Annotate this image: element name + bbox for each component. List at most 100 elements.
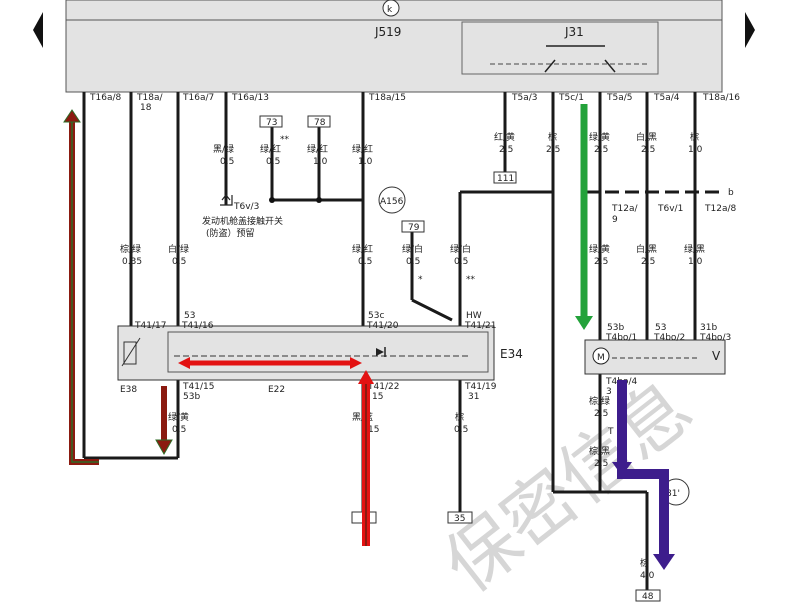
a156-marker bbox=[378, 186, 406, 214]
wire-size-brown-black-v: 2.5 bbox=[594, 459, 608, 469]
wire-size-green-red-78: 1.0 bbox=[313, 157, 328, 167]
pin-31b: 31b bbox=[700, 323, 717, 333]
box-48 bbox=[635, 589, 661, 602]
conn-t16a13: T16a/13 bbox=[231, 93, 269, 103]
box-73 bbox=[259, 115, 283, 128]
wire-label-white-black-t5a4: 白/黑 bbox=[636, 131, 657, 143]
wire-label-green-red-j: 绿/红 bbox=[352, 143, 373, 155]
box-73-label: 73 bbox=[266, 118, 277, 128]
wire-size-red-yellow: 2.5 bbox=[499, 145, 513, 155]
wire-size-brown-t18a16: 1.0 bbox=[688, 145, 703, 155]
wire-size-green-white-hw: 0.5 bbox=[454, 257, 468, 267]
wire-size-brown-t5c: 2.5 bbox=[546, 145, 560, 155]
label-j31: J31 bbox=[564, 25, 584, 39]
conn-t18a18-b: 18 bbox=[140, 103, 152, 113]
wire-label-brown-green-low: 棕/绿 bbox=[120, 243, 141, 255]
connector-marker-k bbox=[382, 0, 400, 17]
pin-53b: 53b bbox=[183, 392, 200, 402]
conn-t41-21: T41/21 bbox=[464, 321, 496, 331]
box-48-label: 48 bbox=[642, 592, 654, 602]
conn-t5a3: T5a/3 bbox=[511, 93, 538, 103]
arrow-dark-loop-outline bbox=[71, 118, 99, 463]
conn-t5a4: T5a/4 bbox=[653, 93, 680, 103]
arrow-red-up-head bbox=[358, 370, 374, 384]
label-t6v3: T6v/3 bbox=[233, 202, 259, 212]
wire-size-green-black-mid: 1.0 bbox=[688, 257, 703, 267]
node-dot bbox=[269, 197, 275, 203]
pin-53c: 53c bbox=[368, 311, 384, 321]
conn-t18a16: T18a/16 bbox=[702, 93, 740, 103]
wire-label-brown-black-v: 棕/黑 bbox=[589, 445, 610, 457]
arrow-red-left-head bbox=[178, 357, 190, 369]
wire-size-white-black-t5a4: 2.5 bbox=[641, 145, 655, 155]
wire-size-black-blue: 15 bbox=[368, 425, 379, 435]
conn-t18a15: T18a/15 bbox=[368, 93, 406, 103]
wire-label-green-yellow-e38: 绿/黄 bbox=[168, 411, 189, 423]
wire-label-green-red-78: 绿/红 bbox=[307, 143, 328, 155]
triangle-left-icon[interactable] bbox=[33, 12, 43, 48]
dstar-73: ** bbox=[280, 135, 290, 145]
wire-label-red-yellow: 红/黄 bbox=[494, 131, 515, 143]
box-78-label: 78 bbox=[314, 118, 326, 128]
box-35-label: 35 bbox=[454, 514, 465, 524]
label-v: V bbox=[712, 349, 721, 363]
dstar-hw: ** bbox=[466, 275, 476, 285]
conn-t16a7: T16a/7 bbox=[182, 93, 214, 103]
wire-label-green-white-79: 绿/白 bbox=[402, 243, 423, 255]
wire-label-brown-t5c: 棕 bbox=[548, 131, 557, 143]
conn-t41-22: T41/22 bbox=[367, 382, 399, 392]
label-a156: A156 bbox=[380, 197, 404, 207]
box-35 bbox=[447, 511, 473, 524]
wire-label-green-red-low: 绿/红 bbox=[352, 243, 373, 255]
motor-icon bbox=[592, 347, 610, 365]
wires bbox=[82, 92, 697, 590]
conn-t4bo1: T4bo/1 bbox=[605, 333, 637, 343]
hood-switch-icon bbox=[220, 194, 233, 206]
conn-t16a8: T16a/8 bbox=[89, 93, 121, 103]
wire-label-black-green: 黑/绿 bbox=[213, 143, 234, 155]
pin-15: 15 bbox=[372, 392, 383, 402]
arrow-dark-loop-head bbox=[63, 109, 81, 123]
hood-switch-line1: 发动机舱盖接触开关 bbox=[202, 215, 283, 227]
box-78 bbox=[307, 115, 331, 128]
label-e38: E38 bbox=[120, 385, 137, 395]
wire-label-green-black-mid: 绿/黑 bbox=[684, 243, 705, 255]
wire-size-green-red-low: 0.5 bbox=[358, 257, 372, 267]
wire-label-white-green-low: 白/绿 bbox=[168, 243, 189, 255]
conn-t12a9b: 9 bbox=[612, 215, 618, 225]
arrow-purple-head-1 bbox=[612, 462, 632, 476]
wire-label-white-black-mid: 白/黑 bbox=[636, 243, 657, 255]
box-79 bbox=[401, 220, 425, 233]
conn-t41-20: T41/20 bbox=[366, 321, 399, 331]
wire-size-green-red-j: 1.0 bbox=[358, 157, 373, 167]
label-b: b bbox=[728, 188, 734, 198]
wire-size-brown-green-v: 2.5 bbox=[594, 409, 608, 419]
label-ref-81: 81' bbox=[666, 489, 680, 499]
wire-size-brown-31: 0.5 bbox=[454, 425, 468, 435]
wire-label-green-yellow-mid: 绿/黄 bbox=[589, 243, 610, 255]
box-79-label: 79 bbox=[408, 223, 420, 233]
pin-53b-v: 53b bbox=[607, 323, 624, 333]
wire-size-brown-48: 4.0 bbox=[640, 571, 655, 581]
arrow-purple-head-2 bbox=[653, 554, 675, 570]
conn-t4bo2: T4bo/2 bbox=[653, 333, 685, 343]
label-j519: J519 bbox=[374, 25, 401, 39]
conn-t12a9a: T12a/ bbox=[611, 204, 638, 214]
conn-t41-19: T41/19 bbox=[464, 382, 497, 392]
wire-label-brown-31: 棕 bbox=[455, 411, 464, 423]
diode-icon bbox=[376, 348, 384, 356]
arrow-green-head bbox=[575, 316, 593, 330]
star-79: * bbox=[418, 275, 423, 285]
wire-label-green-yellow-t5a5: 绿/黄 bbox=[589, 131, 610, 143]
motor-letter: M bbox=[597, 353, 605, 363]
conn-t6v1: T6v/1 bbox=[657, 204, 683, 214]
switch-block-e34 bbox=[117, 325, 495, 381]
hood-switch-line2: (防盗）预留 bbox=[206, 227, 255, 239]
pin-53-v: 53 bbox=[655, 323, 666, 333]
wire-size-green-yellow-mid: 2.5 bbox=[594, 257, 608, 267]
relay-j31-box bbox=[461, 21, 659, 75]
conn-t41-16: T41/16 bbox=[181, 321, 214, 331]
wire-size-white-green-low: 0.5 bbox=[172, 257, 186, 267]
triangle-right-icon[interactable] bbox=[745, 12, 755, 48]
